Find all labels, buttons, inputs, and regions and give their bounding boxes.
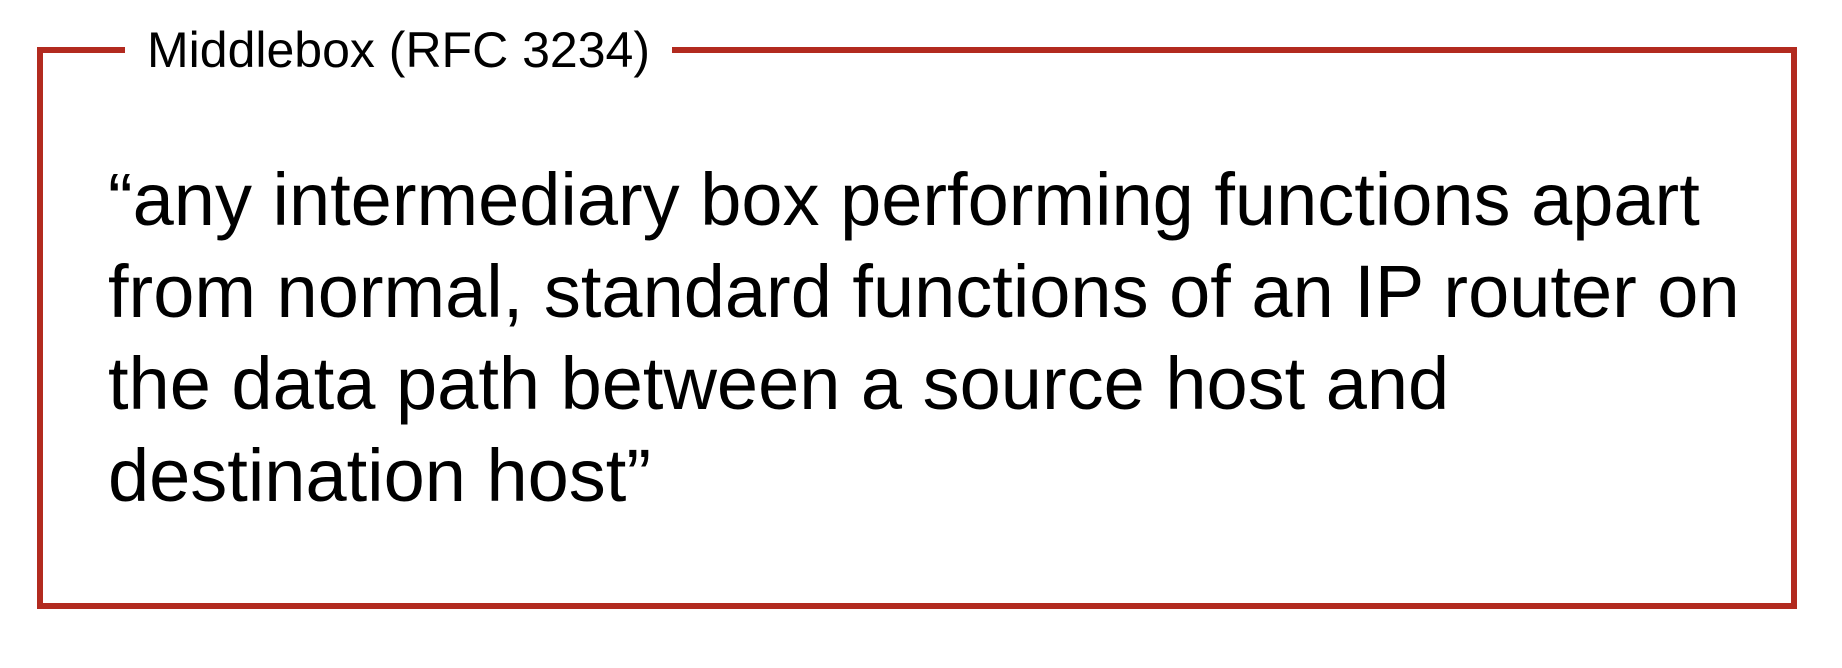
definition-quote: “any intermediary box performing functio… xyxy=(108,154,1798,522)
quote-line-3: the data path between a source host and xyxy=(108,342,1450,425)
definition-box xyxy=(37,47,1797,609)
box-title: Middlebox (RFC 3234) xyxy=(125,20,672,80)
quote-line-1: “any intermediary box performing functio… xyxy=(108,158,1700,241)
quote-line-4: destination host” xyxy=(108,434,652,517)
quote-line-2: from normal, standard functions of an IP… xyxy=(108,250,1740,333)
